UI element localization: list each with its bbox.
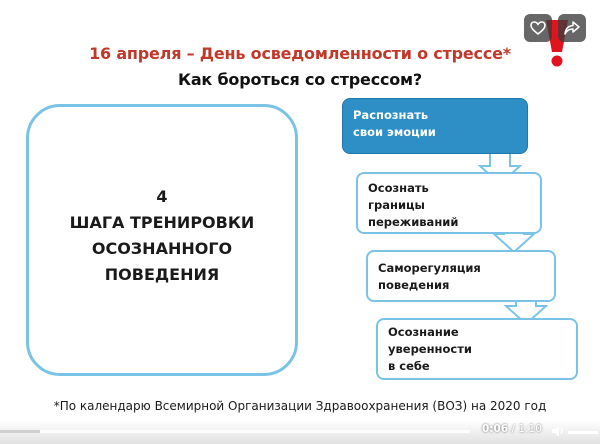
steps-summary-line: ПОВЕДЕНИЯ [104,265,220,284]
step-label: Саморегуляция [378,261,481,275]
volume-slider[interactable] [568,431,598,434]
step-label: уверенности [388,342,472,356]
steps-summary-text: 4 ШАГА ТРЕНИРОВКИ ОСОЗНАННОГО ПОВЕДЕНИЯ [70,184,255,288]
steps-summary-box: 4 ШАГА ТРЕНИРОВКИ ОСОЗНАННОГО ПОВЕДЕНИЯ [26,104,298,376]
step-recognize-emotions: Распознать свои эмоции [342,98,528,154]
steps-summary-line: ШАГА ТРЕНИРОВКИ [69,213,255,232]
step-realize-boundaries: Осознать границы переживаний [356,172,542,234]
heart-icon [530,21,546,35]
top-controls [522,6,592,67]
step-label: границы [368,198,425,212]
time-total: 1:10 [518,423,542,435]
footnote: *По календарю Всемирной Организации Здра… [53,399,547,413]
step-label: Осознание [388,325,459,339]
steps-count: 4 [156,187,168,206]
step-label: Осознать [368,181,429,195]
time-display: 0:06 / 1:10 [482,423,542,435]
progress-bar[interactable] [0,430,470,433]
time-current: 0:06 [482,423,509,435]
share-icon [564,21,580,35]
time-separator: / [508,423,519,435]
step-label: в себе [388,359,430,373]
progress-fill [0,430,41,433]
slide-subtitle: Как бороться со стрессом? [177,70,423,89]
speaker-icon[interactable] [551,424,565,438]
steps-summary-line: ОСОЗНАННОГО [91,239,233,258]
step-self-regulation: Саморегуляция поведения [366,250,556,302]
step-label: поведения [378,278,450,292]
step-label: переживаний [368,215,459,229]
like-button[interactable] [524,14,552,42]
step-label: свои эмоции [353,125,436,139]
slide-title: 16 апреля – День осведомленности о стрес… [89,44,511,63]
step-label: Распознать [353,108,429,122]
step-self-confidence: Осознание уверенности в себе [376,318,578,380]
video-player-bar: 0:06 / 1:10 [0,420,600,444]
share-button[interactable] [558,14,586,42]
